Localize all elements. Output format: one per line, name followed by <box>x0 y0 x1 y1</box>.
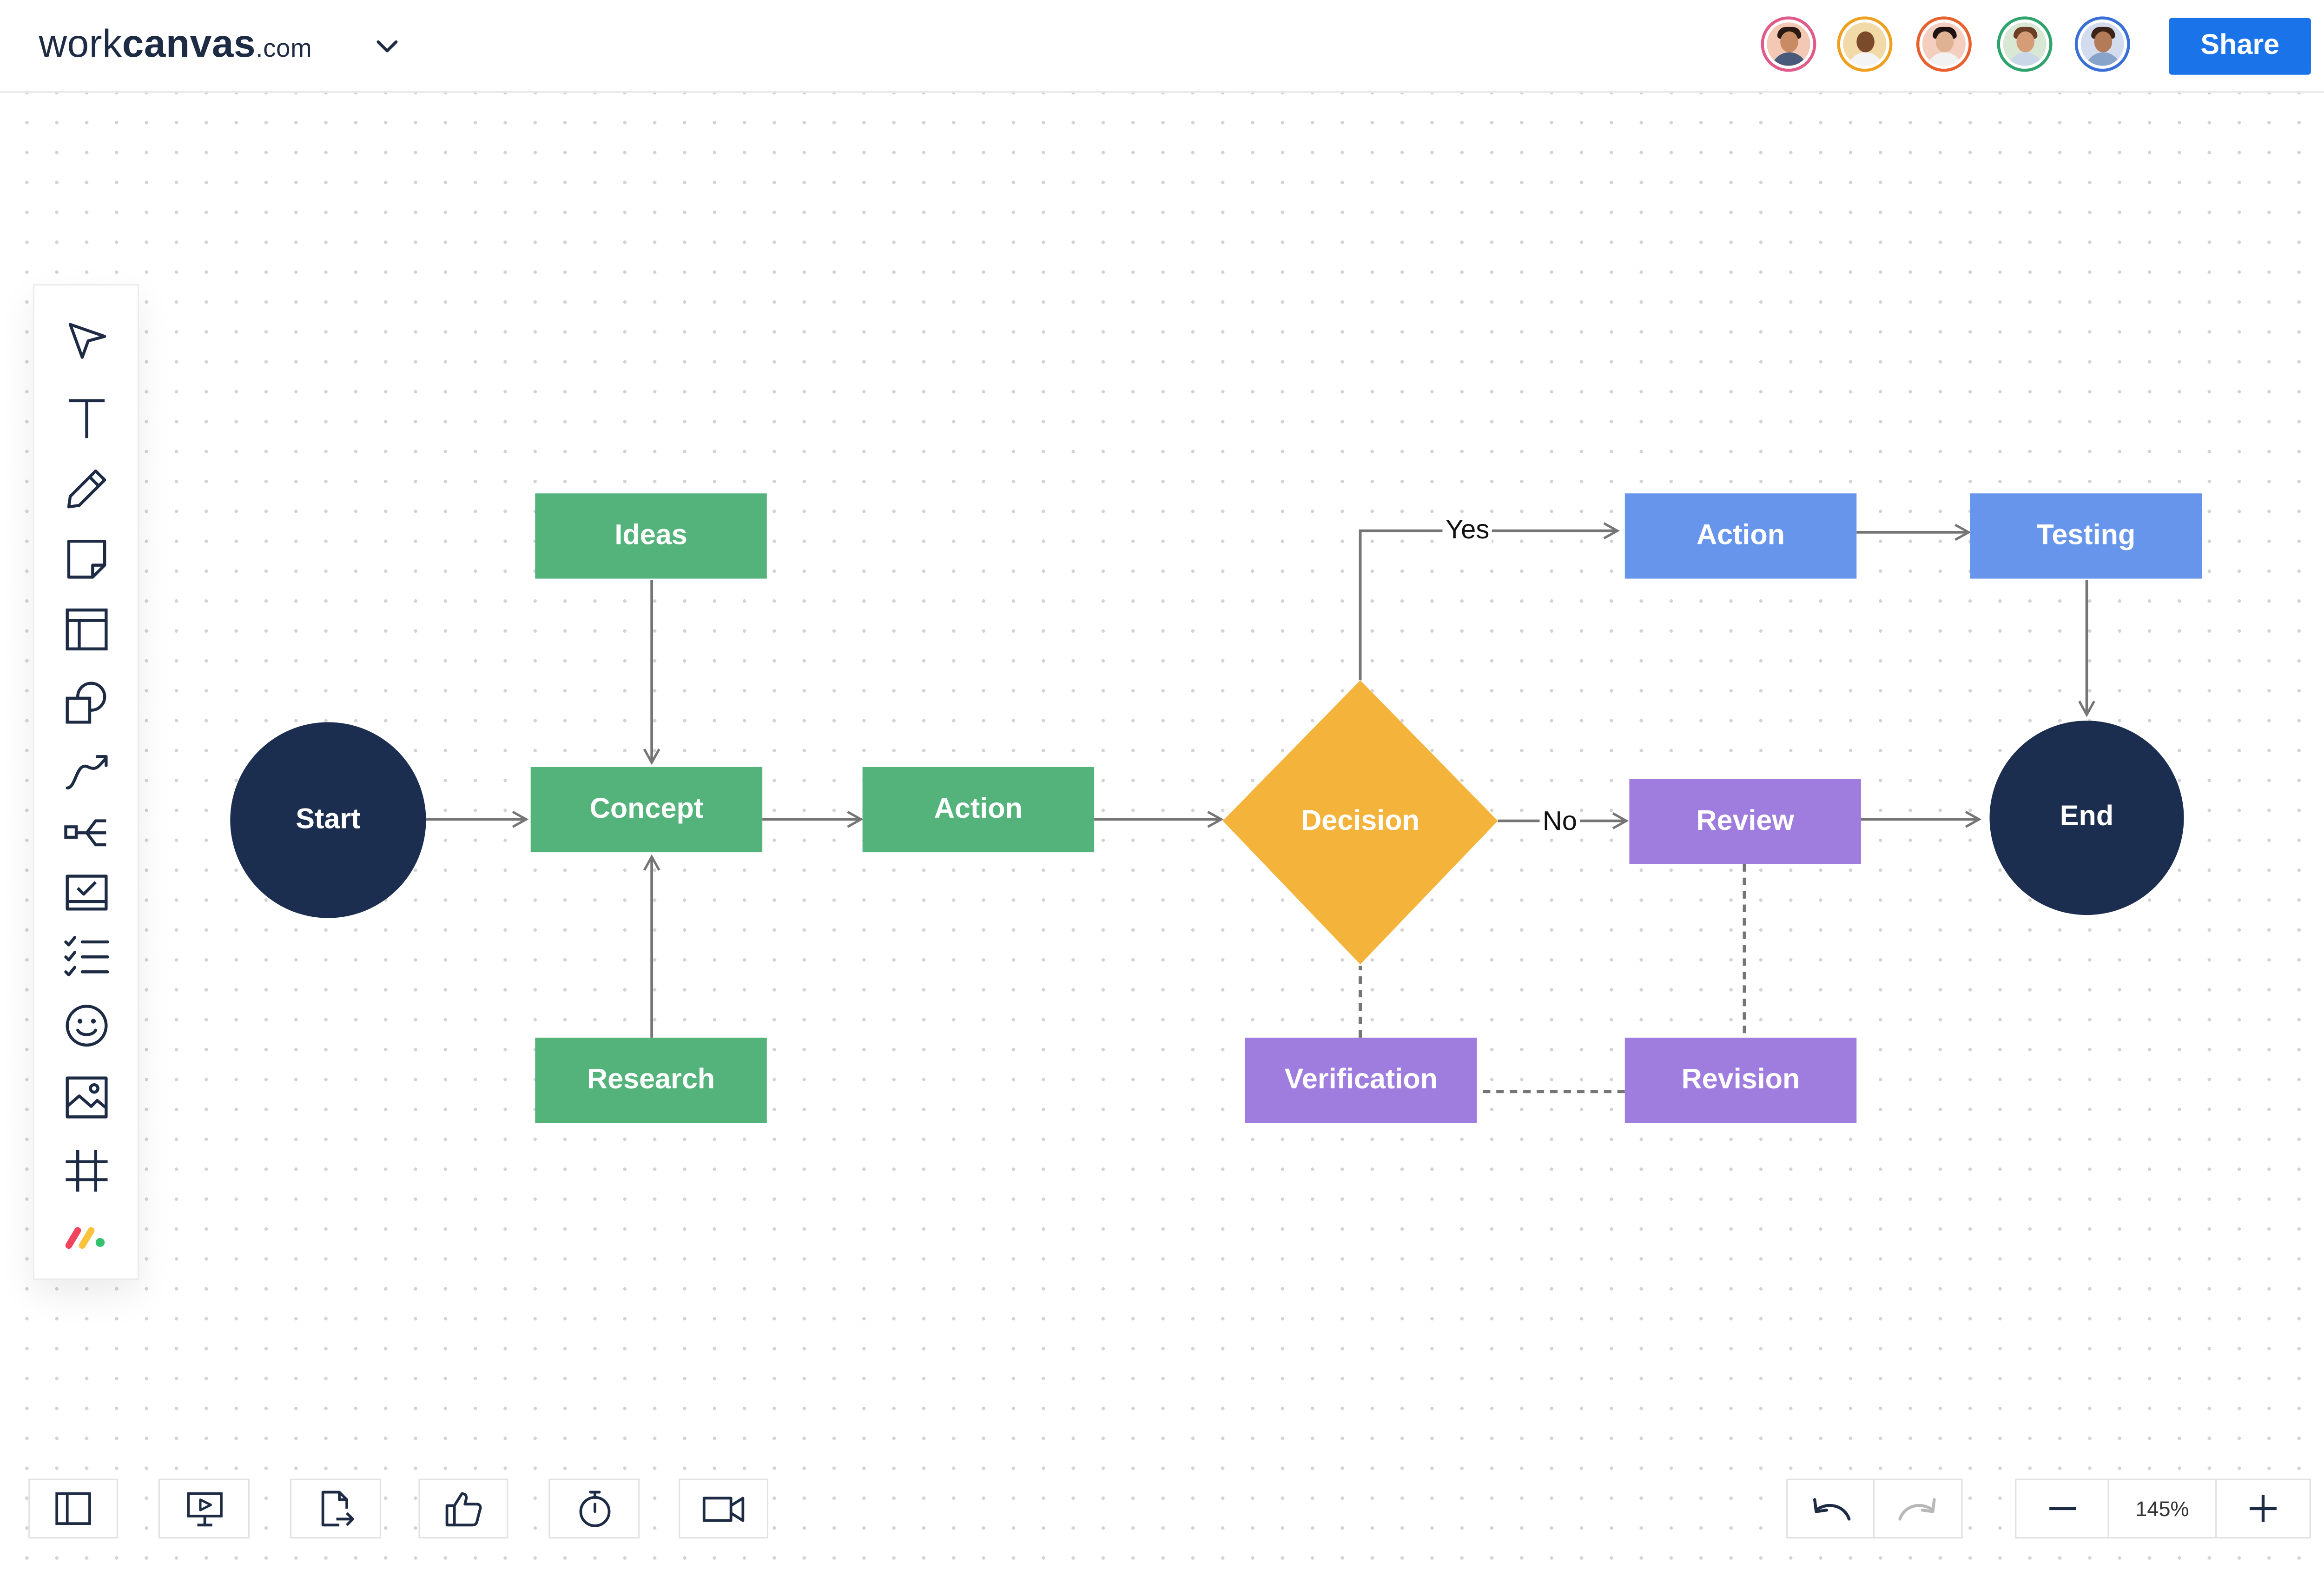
end-label: End <box>2060 801 2114 833</box>
concept-label: Concept <box>589 793 704 825</box>
timer-button[interactable] <box>548 1478 640 1539</box>
avatar[interactable] <box>2000 19 2050 69</box>
logo-canvas: canvas <box>122 21 256 66</box>
testing-label: Testing <box>2036 519 2136 551</box>
video-icon <box>702 1497 745 1522</box>
share-button[interactable]: Share <box>2169 18 2311 75</box>
canvas-background[interactable] <box>0 93 2324 1570</box>
ideas-label: Ideas <box>614 519 687 551</box>
edge-label-yes: Yes <box>1442 514 1492 544</box>
redo-button[interactable] <box>1873 1478 1963 1539</box>
logo-work: work <box>39 21 122 66</box>
presentation-icon <box>186 1492 222 1527</box>
verification-node[interactable]: Verification <box>1245 1037 1477 1123</box>
mind-map-icon[interactable] <box>61 808 112 858</box>
review-node[interactable]: Review <box>1629 779 1861 864</box>
presentation-button[interactable] <box>158 1478 250 1539</box>
zoom-out-button[interactable] <box>2015 1478 2109 1539</box>
redo-icon <box>1898 1498 1936 1521</box>
concept-node[interactable]: Concept <box>530 767 763 853</box>
top-bar: workcanvas.com Share <box>0 0 2324 93</box>
pen-icon[interactable] <box>61 464 112 514</box>
zoom-level[interactable]: 145% <box>2135 1497 2189 1521</box>
review-label: Review <box>1696 805 1794 837</box>
panel-toggle-icon <box>55 1492 91 1525</box>
checklist-icon[interactable] <box>61 932 112 982</box>
revision-label: Revision <box>1681 1064 1800 1095</box>
thumbs-up-icon <box>445 1492 482 1527</box>
sticky-note-icon[interactable] <box>61 534 112 584</box>
emoji-icon[interactable] <box>61 1000 112 1051</box>
shapes-icon[interactable] <box>61 677 112 728</box>
start-label: Start <box>296 803 361 835</box>
cursor-icon[interactable] <box>61 316 112 366</box>
avatar[interactable] <box>2078 19 2127 69</box>
chevron-down-icon[interactable] <box>371 30 404 63</box>
app-logo[interactable]: workcanvas.com <box>39 21 312 67</box>
action-2-label: Action <box>1696 519 1785 551</box>
avatar[interactable] <box>1919 19 1969 69</box>
export-icon <box>321 1491 354 1527</box>
revision-node[interactable]: Revision <box>1624 1037 1857 1123</box>
research-label: Research <box>587 1064 715 1095</box>
task-icon[interactable] <box>61 867 112 918</box>
ideas-node[interactable]: Ideas <box>535 493 767 579</box>
zoom-out-icon <box>2048 1507 2076 1510</box>
zoom-in-button[interactable] <box>2215 1478 2311 1539</box>
research-node[interactable]: Research <box>535 1037 767 1123</box>
decision-label: Decision <box>1301 806 1419 837</box>
undo-icon <box>1812 1498 1850 1521</box>
testing-node[interactable]: Testing <box>1970 493 2202 579</box>
zoom-in-icon <box>2250 1495 2277 1522</box>
logo-domain: .com <box>256 34 312 63</box>
left-toolbar <box>33 284 139 1280</box>
vote-button[interactable] <box>418 1478 508 1539</box>
end-node[interactable]: End <box>1989 721 2184 915</box>
connector-icon[interactable] <box>61 746 112 797</box>
undo-button[interactable] <box>1786 1478 1875 1539</box>
timer-icon <box>578 1491 610 1527</box>
panel-toggle-button[interactable] <box>28 1478 119 1539</box>
avatar[interactable] <box>1840 19 1890 69</box>
text-icon[interactable] <box>61 393 112 444</box>
edge-label-no: No <box>1539 806 1580 836</box>
avatar[interactable] <box>1763 19 1814 69</box>
action-node-2[interactable]: Action <box>1624 493 1857 579</box>
action-label: Action <box>934 793 1023 825</box>
export-button[interactable] <box>290 1478 382 1539</box>
video-call-button[interactable] <box>679 1478 769 1539</box>
frame-icon[interactable] <box>61 1145 112 1196</box>
image-icon[interactable] <box>61 1072 112 1123</box>
verification-label: Verification <box>1284 1064 1438 1095</box>
template-icon[interactable] <box>61 604 112 655</box>
monday-logo-icon[interactable] <box>61 1212 112 1263</box>
action-node[interactable]: Action <box>862 767 1095 853</box>
start-node[interactable]: Start <box>230 722 426 918</box>
